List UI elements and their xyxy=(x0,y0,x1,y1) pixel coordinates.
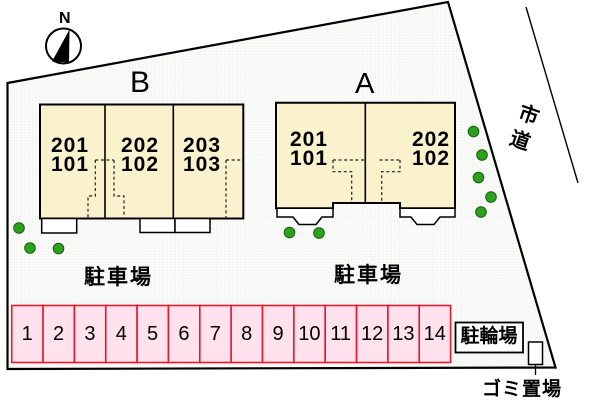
tree-icon xyxy=(283,226,296,239)
tree-icon xyxy=(472,171,485,184)
parking-stall-number: 14 xyxy=(423,323,446,345)
porch xyxy=(399,207,456,226)
parking-stall xyxy=(136,304,170,364)
tree-icon xyxy=(476,149,488,161)
unit-number: 202 xyxy=(120,134,160,157)
building-a-label: A xyxy=(355,68,376,100)
parking-stall xyxy=(324,304,358,364)
parking-stall-number: 1 xyxy=(21,323,33,345)
stair-outline xyxy=(87,159,243,219)
porch xyxy=(174,217,211,234)
unit-number: 201 xyxy=(50,134,90,157)
parking-stall-number: 9 xyxy=(272,323,284,345)
tree-icon xyxy=(467,125,480,138)
parking-stalls xyxy=(10,304,452,364)
parking-stall-number: 13 xyxy=(392,323,415,345)
unit-number: 102 xyxy=(411,146,451,170)
porch xyxy=(276,207,334,226)
tree-icons xyxy=(13,125,497,255)
parking-stall-number: 11 xyxy=(330,323,352,345)
tree-icon xyxy=(475,206,487,218)
porch xyxy=(139,217,176,234)
unit-number: 101 xyxy=(289,146,329,170)
tree-icon xyxy=(313,227,325,239)
parking-stall-number: 12 xyxy=(360,323,384,345)
parking-stall-number: 2 xyxy=(52,323,65,345)
tree-icon xyxy=(13,222,25,234)
compass-icon xyxy=(45,27,82,65)
parking-stall-number: 6 xyxy=(178,323,190,345)
building-b-shape xyxy=(39,103,245,234)
parking-stall-number: 5 xyxy=(147,323,159,345)
garbage-box xyxy=(527,341,544,375)
porch xyxy=(40,217,78,234)
unit-number: 203 xyxy=(182,134,222,157)
parking-stall xyxy=(293,304,327,364)
parking-stall-number: 4 xyxy=(115,323,127,345)
bicycle-parking-label: 駐輪場 xyxy=(460,326,518,347)
parking-stall xyxy=(418,304,452,364)
tree-icon xyxy=(24,242,36,254)
unit-number: 102 xyxy=(120,152,160,176)
building-b-label: B xyxy=(130,66,152,99)
parking-stall-number: 8 xyxy=(241,323,253,345)
road-edge-line xyxy=(525,6,579,184)
tree-icon xyxy=(485,191,497,203)
tree-icon xyxy=(52,242,65,255)
parking-stall xyxy=(387,304,421,364)
parking-stall-number: 7 xyxy=(209,323,221,345)
parking-stall xyxy=(10,304,44,364)
parking-area-label-left: 駐車場 xyxy=(84,266,153,289)
building-a-shape xyxy=(275,101,456,226)
unit-number: 103 xyxy=(182,152,222,176)
unit-number: 202 xyxy=(411,128,451,151)
parking-stall xyxy=(104,304,138,364)
compass-north-label: N xyxy=(59,10,71,27)
unit-number: 101 xyxy=(50,152,90,176)
unit-number: 201 xyxy=(289,128,329,151)
bicycle-parking-box xyxy=(454,321,524,354)
garbage-area-label: ゴミ置場 xyxy=(482,379,563,400)
parking-stall-number: 3 xyxy=(84,323,96,345)
parking-stall-number: 10 xyxy=(298,323,321,345)
parking-area-label-right: 駐車場 xyxy=(334,264,403,287)
